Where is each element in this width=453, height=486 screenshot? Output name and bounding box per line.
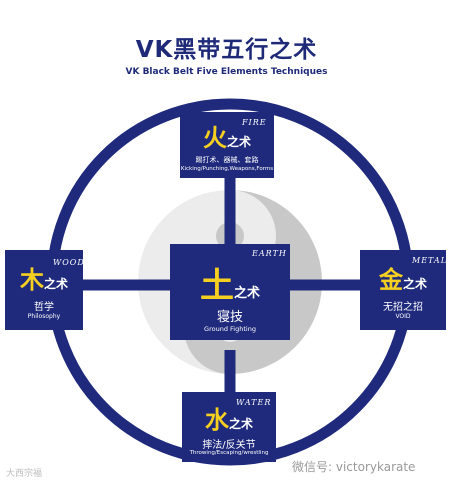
water-description-en: Throwing/Escaping/wrestling [189,450,269,456]
wood-suffix: 之术 [43,277,68,291]
watermark-right: 微信号: victorykarate [292,460,416,474]
metal-description-en: VOID [395,313,411,320]
fire-character: 火 [202,124,227,152]
fire-description-en: Kicking/Punching,Weapons,Forms [180,166,274,172]
earth-description-zh: 寝技 [216,310,243,325]
metal-character: 金 [378,266,403,294]
fire-suffix: 之术 [226,135,251,149]
water-character: 水 [204,406,229,434]
earth-english-label: EARTH [252,249,287,258]
fire-english-label: FIRE [242,118,267,127]
earth-description-en: Ground Fighting [204,325,256,333]
metal-english-label: METAL [412,256,448,265]
earth-suffix: 之术 [233,286,260,301]
water-element-box: 水之术 WATER 摔法/反关节 Throwing/Escaping/wrest… [182,392,276,462]
water-description-zh: 摔法/反关节 [202,440,256,451]
wood-description-en: Philosophy [27,313,61,320]
metal-description-zh: 无招之招 [383,302,423,313]
wood-element-box: 木之术 WOOD 哲学 Philosophy [5,250,85,330]
metal-suffix: 之术 [402,277,427,291]
connectors [80,170,370,400]
diagram-title: VK黑带五行之术 [135,37,318,63]
water-suffix: 之术 [228,417,253,431]
water-english-label: WATER [236,398,272,407]
wood-english-label: WOOD [53,258,85,267]
watermark-left: 大西宗福 [6,469,43,479]
earth-element-box: 土之术 EARTH 寝技 Ground Fighting [170,244,290,340]
wood-character: 木 [19,266,44,294]
diagram-subtitle: VK Black Belt Five Elements Techniques [125,67,328,77]
fire-description-zh: 踢打术、器械、套路 [195,156,259,164]
wood-description-zh: 哲学 [34,302,54,313]
metal-element-box: 金之术 METAL 无招之招 VOID [360,250,446,330]
earth-character: 土 [199,266,234,306]
fire-element-box: 火之术 FIRE 踢打术、器械、套路 Kicking/Punching,Weap… [180,112,274,178]
